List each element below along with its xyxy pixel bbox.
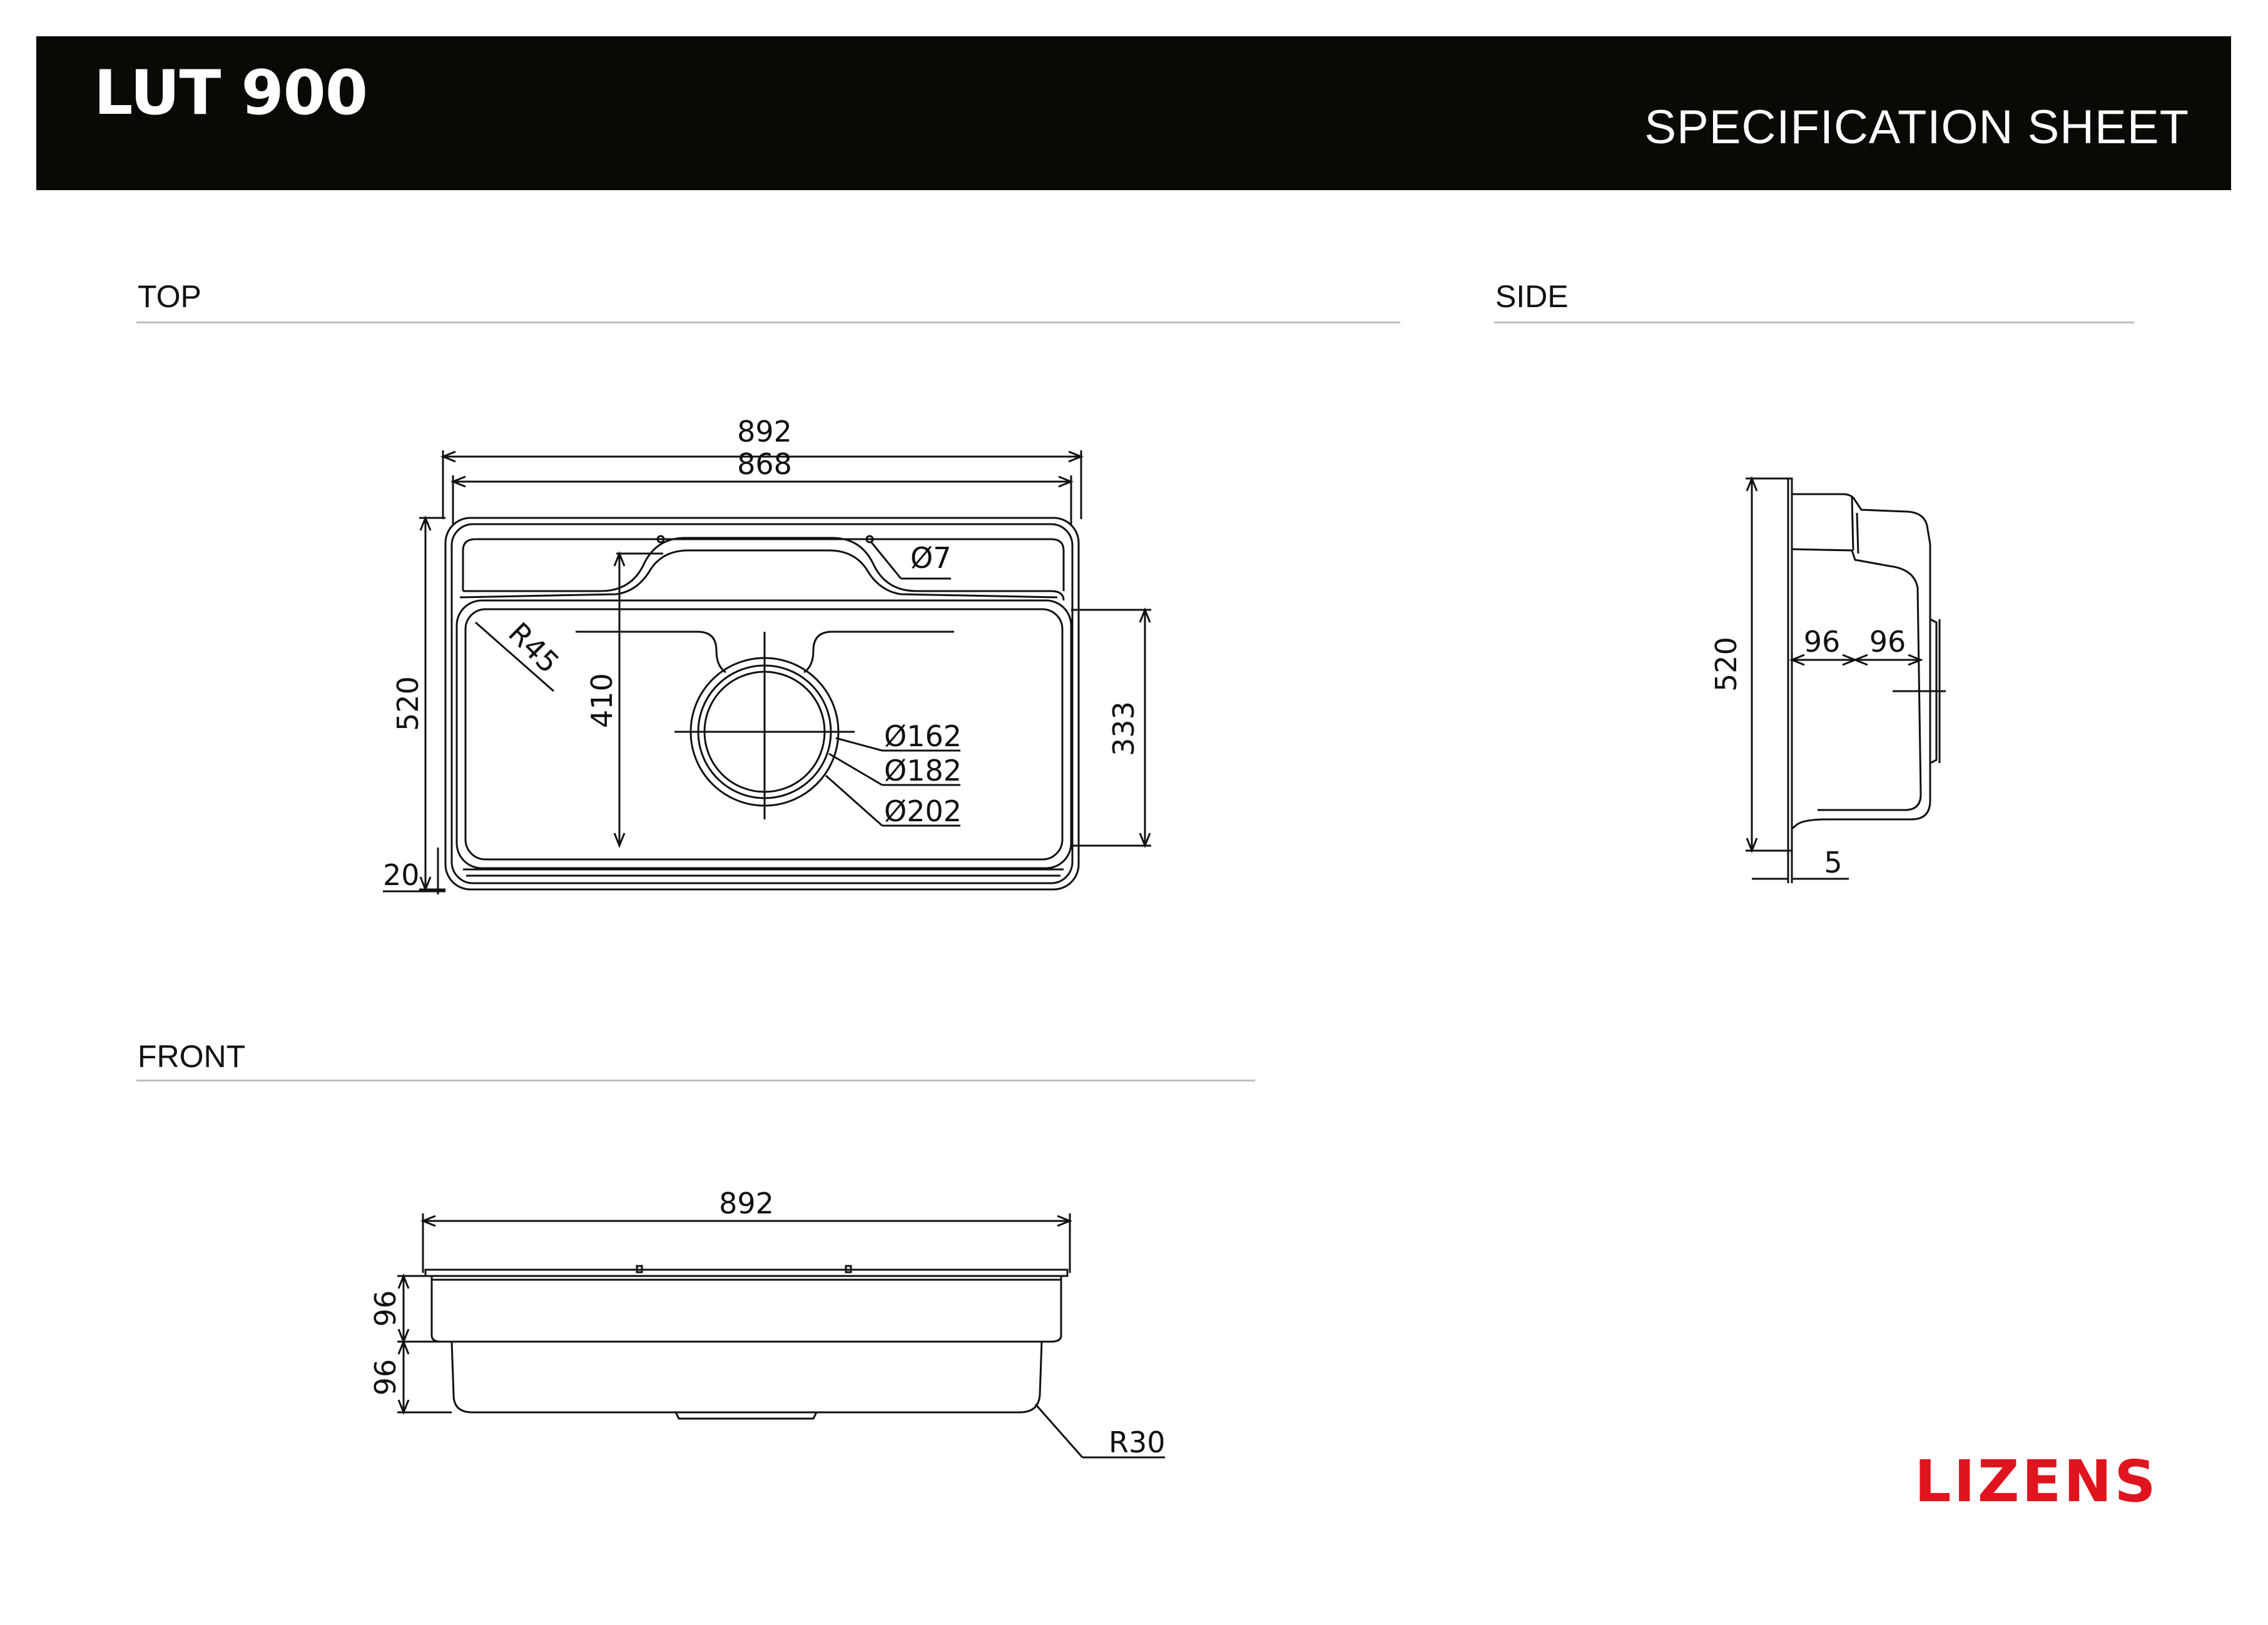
section-title-front: FRONT — [138, 1039, 246, 1074]
header-bar — [36, 36, 2231, 190]
dim-front-depth-1: 96 — [369, 1290, 402, 1327]
model-name: LUT 900 — [94, 58, 368, 129]
side-body — [1791, 493, 1931, 830]
drain-shelf-left — [576, 630, 726, 674]
side-view — [1746, 475, 1946, 883]
dim-top-drain-3: Ø202 — [884, 794, 962, 828]
dim-top-hole: Ø7 — [910, 541, 951, 575]
section-rule-top — [136, 321, 1400, 323]
faucet-hole-left — [656, 535, 665, 544]
top-bowl-inner — [464, 608, 1064, 861]
faucet-hole-right — [865, 535, 874, 544]
top-deck-back — [462, 538, 1065, 591]
dim-top-drain-1: Ø162 — [884, 719, 962, 753]
section-rule-front — [136, 1080, 1255, 1081]
dim-side-flange: 5 — [1824, 846, 1842, 879]
sheet-title: SPECIFICATION SHEET — [1644, 101, 2189, 154]
dim-top-outer-width: 892 — [737, 415, 792, 448]
dim-top-rim: 20 — [383, 858, 420, 892]
dim-top-inner-depth: 410 — [585, 673, 619, 728]
dim-front-depth-2: 96 — [369, 1359, 402, 1396]
dim-top-height: 520 — [391, 676, 425, 731]
dim-top-drain-2: Ø182 — [884, 754, 962, 787]
top-notch-inner — [459, 549, 1058, 599]
dim-front-radius: R30 — [1109, 1425, 1166, 1459]
top-notch — [462, 537, 1065, 601]
top-view — [383, 450, 1151, 894]
section-rule-side — [1494, 321, 2134, 323]
dim-side-depth-2: 96 — [1869, 625, 1906, 659]
top-outer-rim — [444, 517, 1080, 891]
section-title-side: SIDE — [1495, 279, 1569, 314]
dim-top-radius: R45 — [502, 616, 566, 680]
section-title-top: TOP — [138, 279, 201, 314]
dim-side-depth-1: 96 — [1804, 625, 1841, 659]
drain-shelf-right — [803, 630, 954, 674]
dim-top-bowl-depth: 333 — [1107, 701, 1141, 756]
brand-logo: LIZENS — [1915, 1448, 2159, 1515]
top-outer-rim-inner — [450, 523, 1074, 884]
dim-top-inner-width: 868 — [737, 447, 792, 481]
dim-side-height: 520 — [1709, 637, 1743, 692]
front-view — [397, 1213, 1165, 1459]
dim-front-width: 892 — [719, 1187, 774, 1220]
top-bowl — [455, 599, 1072, 869]
